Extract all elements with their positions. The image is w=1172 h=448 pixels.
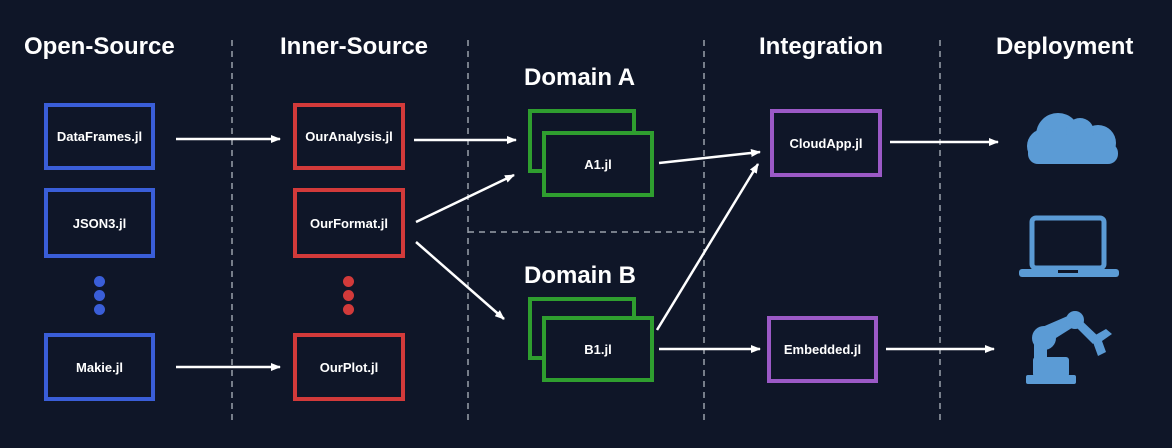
ellipsis-dot xyxy=(343,290,354,301)
heading-open-source: Open-Source xyxy=(24,33,175,60)
heading-deployment: Deployment xyxy=(996,33,1134,60)
ellipsis-dot xyxy=(94,304,105,315)
package-json3: JSON3.jl xyxy=(44,188,155,258)
package-dataframes: DataFrames.jl xyxy=(44,103,155,170)
arrow-b1-to-cloudapp xyxy=(655,163,760,331)
package-ouranalysis: OurAnalysis.jl xyxy=(293,103,405,170)
app-cloudapp: CloudApp.jl xyxy=(770,109,882,177)
heading-inner-source: Inner-Source xyxy=(280,33,429,60)
package-a1: A1.jl xyxy=(542,131,654,197)
package-ourformat: OurFormat.jl xyxy=(293,188,405,258)
ellipsis-dot xyxy=(343,276,354,287)
ellipsis-dot xyxy=(94,290,105,301)
heading-domain-a: Domain A xyxy=(524,64,636,91)
package-b1: B1.jl xyxy=(542,316,654,382)
heading-domain-b: Domain B xyxy=(524,262,637,289)
heading-integration: Integration xyxy=(759,33,883,60)
ellipsis-dot xyxy=(94,276,105,287)
arrow-ourformat-to-a1 xyxy=(415,173,515,224)
app-embedded: Embedded.jl xyxy=(767,316,878,383)
arrow-a1-to-cloudapp xyxy=(658,148,761,165)
package-makie: Makie.jl xyxy=(44,333,155,401)
ellipsis-dot xyxy=(343,304,354,315)
arrow-ourformat-to-b1 xyxy=(415,241,505,320)
package-ourplot: OurPlot.jl xyxy=(293,333,405,401)
